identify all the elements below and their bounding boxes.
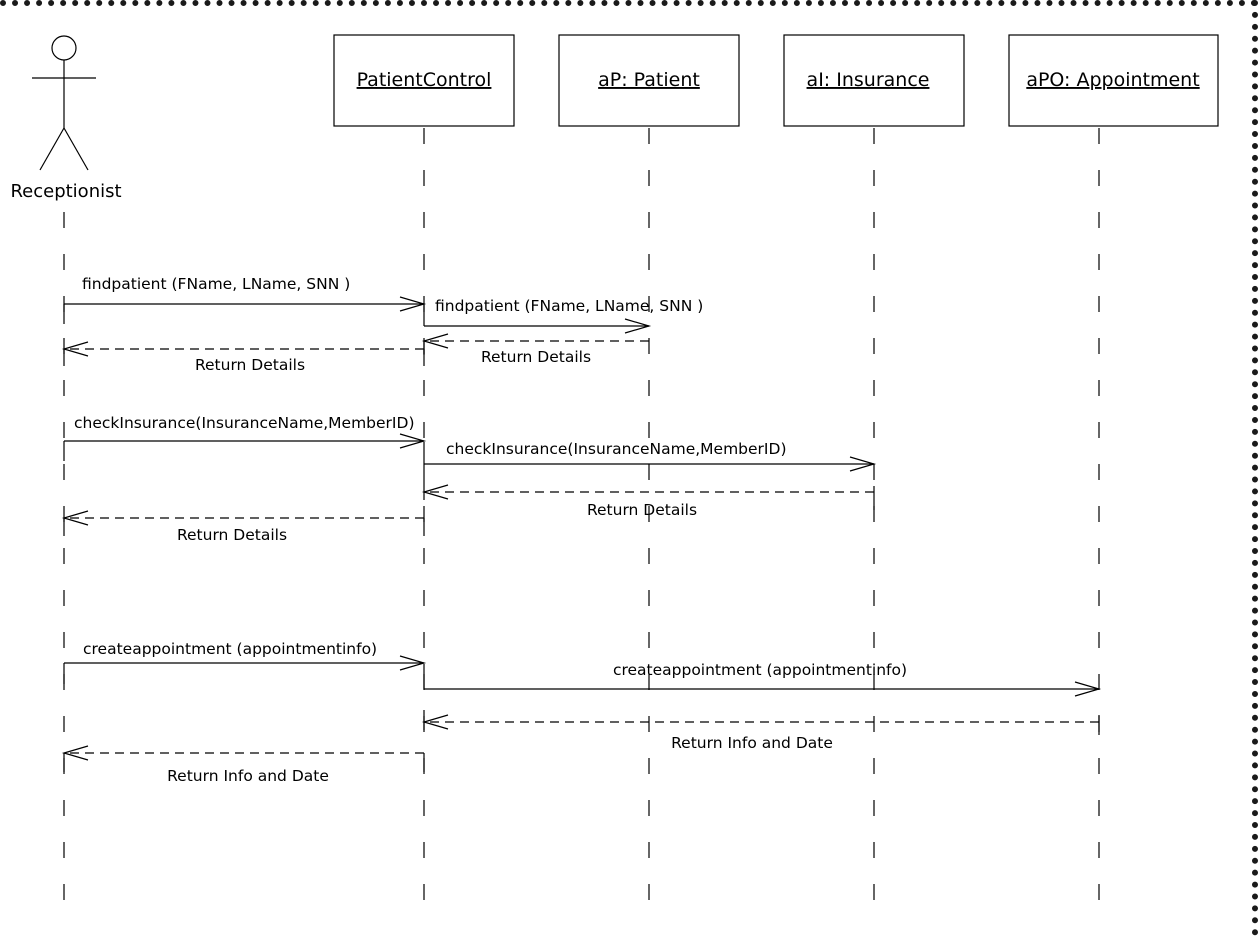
object-name: aPO: Appointment [1026, 69, 1199, 91]
message-label: Return Details [481, 348, 591, 366]
object-name: aI: Insurance [807, 69, 930, 91]
actor-receptionist: Receptionist [10, 35, 122, 202]
actor-name: Receptionist [10, 181, 121, 202]
arrow-head [1074, 681, 1102, 697]
message-createappointment-to-appointment: createappointment (appointmentinfo) [423, 661, 1102, 697]
message-checkinsurance-to-control: checkInsurance(InsuranceName,MemberID) [63, 414, 427, 461]
object-box [783, 34, 965, 127]
message-label: Return Info and Date [167, 767, 329, 785]
message-label: checkInsurance(InsuranceName,MemberID) [74, 414, 415, 432]
object-box [333, 34, 515, 127]
arrow-head [849, 456, 877, 472]
message-label: Return Details [587, 501, 697, 519]
object-patient: aP: Patient [558, 34, 740, 127]
object-patientcontrol: PatientControl [333, 34, 515, 127]
message-createappointment-to-control: createappointment (appointmentinfo) [63, 640, 427, 684]
return-info-from-appointment: Return Info and Date [421, 710, 1100, 752]
object-box [558, 34, 740, 127]
return-details-from-insurance: Return Details [421, 480, 875, 519]
message-findpatient-to-control: findpatient (FName, LName, SNN ) [63, 275, 427, 324]
arrow-head [399, 433, 427, 449]
message-label: checkInsurance(InsuranceName,MemberID) [446, 440, 787, 458]
message-checkinsurance-to-insurance: checkInsurance(InsuranceName,MemberID) [423, 440, 877, 472]
return-details-to-receptionist: Return Details [61, 341, 425, 374]
actor-head [51, 35, 77, 61]
actor-left-leg [39, 127, 65, 171]
message-label: Return Details [177, 526, 287, 544]
object-insurance: aI: Insurance [783, 34, 965, 127]
arrow-head [399, 655, 427, 671]
message-label: Return Info and Date [671, 734, 833, 752]
arrow-head [624, 318, 652, 334]
message-label: findpatient (FName, LName, SNN ) [435, 297, 703, 315]
object-box [1008, 34, 1219, 127]
arrow-head [399, 296, 427, 312]
message-label: createappointment (appointmentinfo) [83, 640, 377, 658]
object-name: PatientControl [357, 69, 492, 91]
message-label: createappointment (appointmentinfo) [613, 661, 907, 679]
return-details-from-patient: Return Details [421, 333, 649, 366]
message-label: findpatient (FName, LName, SNN ) [82, 275, 350, 293]
actor-right-leg [63, 127, 89, 171]
message-findpatient-to-patient: findpatient (FName, LName, SNN ) [423, 297, 703, 334]
message-label: Return Details [195, 356, 305, 374]
object-appointment: aPO: Appointment [1008, 34, 1219, 127]
return-info-to-receptionist: Return Info and Date [61, 745, 425, 785]
return-details-to-receptionist-2: Return Details [61, 510, 425, 544]
object-name: aP: Patient [598, 69, 700, 91]
